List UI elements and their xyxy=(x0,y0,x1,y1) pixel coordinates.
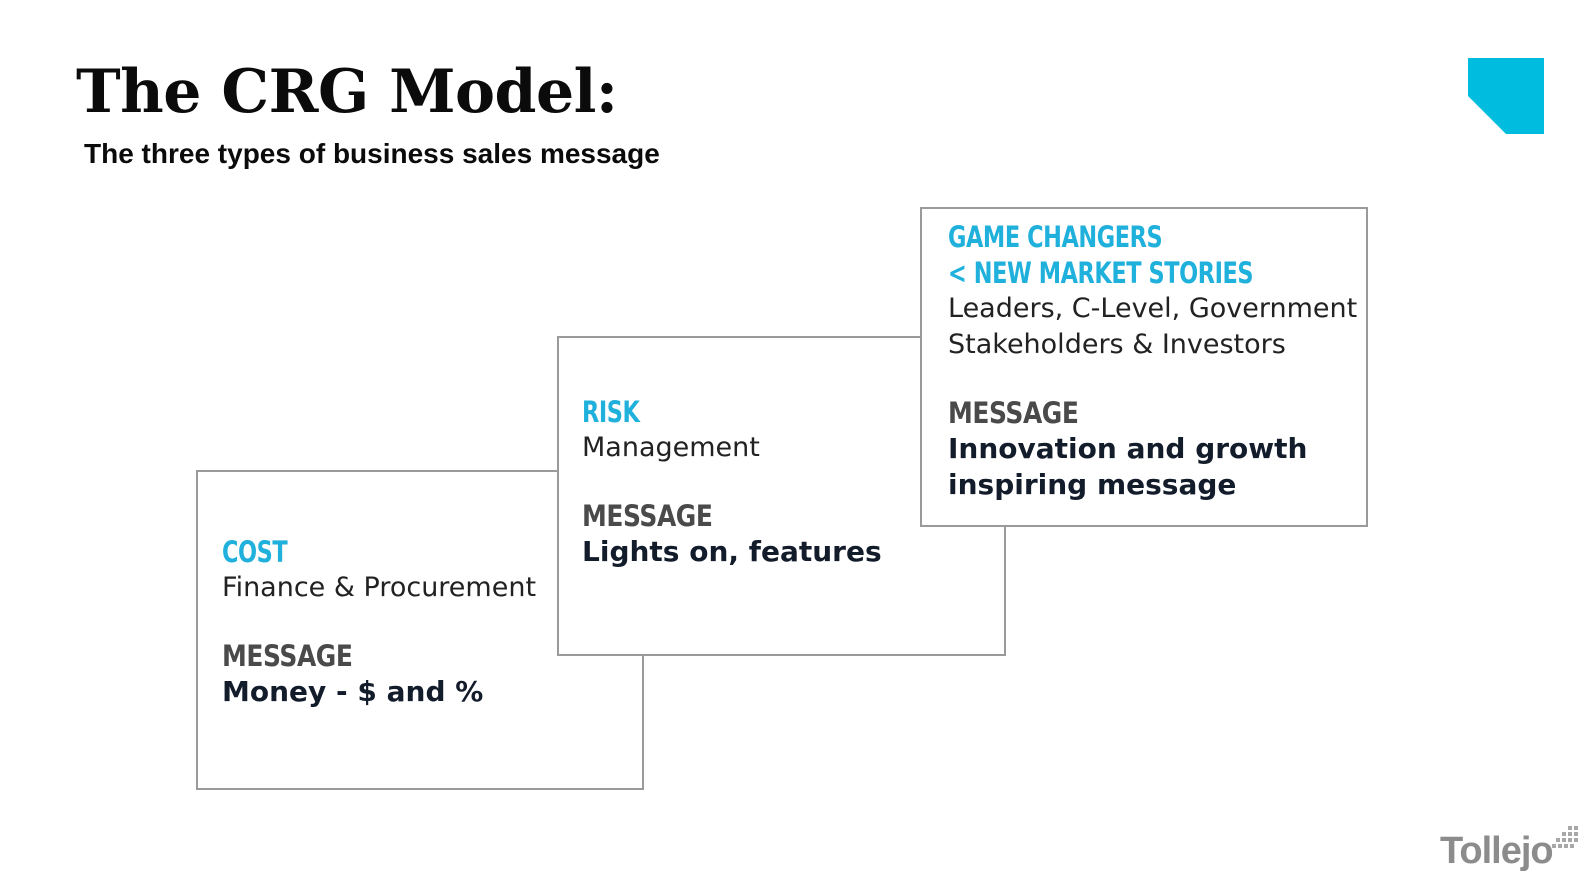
risk-heading: RISK xyxy=(582,395,640,429)
risk-audience: Management xyxy=(582,432,760,463)
new-market-stories-heading: < NEW MARKET STORIES xyxy=(948,256,1254,290)
cost-heading: COST xyxy=(222,535,288,569)
corner-accent-shape xyxy=(1468,58,1544,134)
risk-message-label: MESSAGE xyxy=(582,499,713,533)
game-changers-audience-line-2: Stakeholders & Investors xyxy=(948,329,1286,360)
game-changers-card: GAME CHANGERS < NEW MARKET STORIES Leade… xyxy=(920,207,1368,527)
game-changers-audience-line-1: Leaders, C-Level, Government xyxy=(948,293,1358,324)
game-changers-message-label: MESSAGE xyxy=(948,396,1079,430)
game-changers-message-line-2: inspiring message xyxy=(948,468,1237,501)
risk-message: Lights on, features xyxy=(582,535,882,568)
game-changers-heading: GAME CHANGERS xyxy=(948,220,1163,254)
page-subtitle: The three types of business sales messag… xyxy=(84,138,660,169)
page-title: The CRG Model: xyxy=(76,57,618,127)
cost-message: Money - $ and % xyxy=(222,675,484,708)
cost-message-label: MESSAGE xyxy=(222,639,353,673)
game-changers-message-line-1: Innovation and growth xyxy=(948,432,1308,465)
cost-audience: Finance & Procurement xyxy=(222,572,537,603)
tollejo-logo: Tollejo xyxy=(1440,830,1554,872)
logo-dots-icon xyxy=(1552,826,1578,848)
